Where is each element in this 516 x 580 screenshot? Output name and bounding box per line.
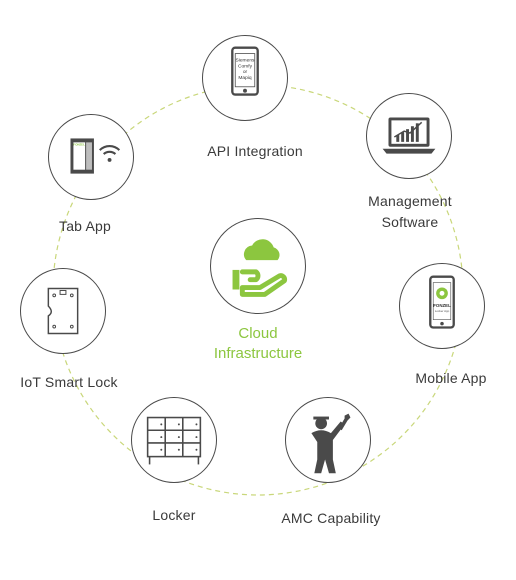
cloud-infrastructure-node	[210, 218, 306, 314]
tab-app-node: FONZEL	[48, 114, 134, 200]
screen-line-3: or	[243, 69, 248, 75]
api-integration-label: API Integration	[207, 143, 303, 159]
mobile-brand: FONZEL	[433, 303, 451, 308]
cloud-label-line2: Infrastructure	[213, 345, 303, 362]
technician-wrench-icon	[311, 413, 351, 474]
locker-label: Locker	[152, 507, 196, 523]
smart-lock-icon	[47, 287, 79, 335]
management-software-label-1: Management	[368, 193, 452, 209]
screen-line-2: Comfy	[238, 63, 253, 69]
laptop-chart-icon	[382, 117, 436, 154]
phone-icon: Siemens Comfy or Mapiq	[231, 46, 259, 96]
cloud-hand-icon	[232, 239, 288, 297]
tablet-wifi-icon: FONZEL	[70, 138, 121, 174]
cloud-label-line1: Cloud	[238, 325, 278, 342]
locker-node	[131, 397, 217, 483]
screen-line-1: Siemens	[236, 57, 256, 63]
locker-icon	[146, 416, 202, 465]
tab-app-label: Tab App	[59, 218, 111, 234]
management-software-label-2: Software	[381, 214, 439, 230]
mobile-app-icon: FONZEL Locker App	[429, 275, 455, 329]
iot-smart-lock-node	[20, 268, 106, 354]
api-integration-node: Siemens Comfy or Mapiq	[202, 35, 288, 121]
iot-smart-lock-label: IoT Smart Lock	[20, 374, 118, 390]
mobile-app-label: Mobile App	[415, 370, 487, 386]
amc-capability-label: AMC Capability	[281, 510, 381, 526]
tab-brand: FONZEL	[73, 142, 85, 146]
management-software-node	[366, 93, 452, 179]
amc-capability-node	[285, 397, 371, 483]
mobile-brand-sub: Locker App	[435, 309, 450, 313]
screen-line-4: Mapiq	[238, 75, 252, 81]
mobile-app-node: FONZEL Locker App	[399, 263, 485, 349]
